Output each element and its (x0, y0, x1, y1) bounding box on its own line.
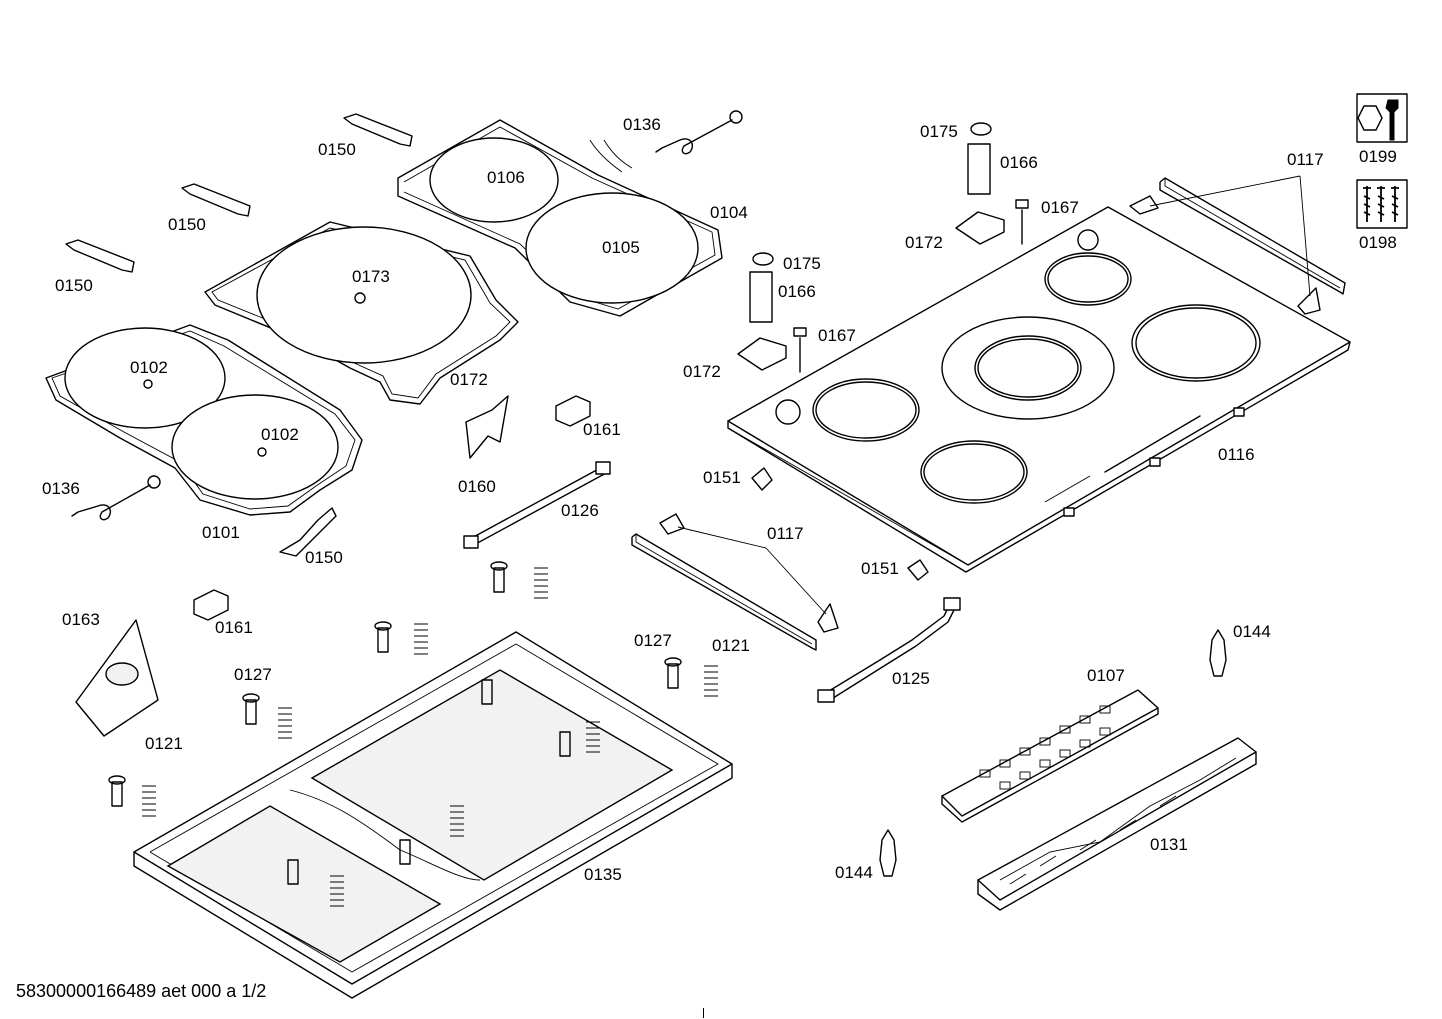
label-0105: 0105 (602, 238, 640, 257)
label-0144: 0144 (835, 863, 873, 882)
label-0175: 0175 (920, 122, 958, 141)
screws-icon (1363, 186, 1399, 222)
label-0161: 0161 (215, 618, 253, 637)
label-0136: 0136 (623, 115, 661, 134)
label-0127: 0127 (234, 665, 272, 684)
electronics-housing (977, 737, 1257, 911)
label-0150: 0150 (318, 140, 356, 159)
label-0166: 0166 (778, 282, 816, 301)
label-0135: 0135 (584, 865, 622, 884)
label-0125: 0125 (892, 669, 930, 688)
label-0150: 0150 (305, 548, 343, 567)
label-0151: 0151 (703, 468, 741, 487)
heating-plate-carrier (397, 119, 723, 317)
label-0172: 0172 (905, 233, 943, 252)
label-0150: 0150 (168, 215, 206, 234)
label-0151: 0151 (861, 559, 899, 578)
document-reference: 58300000166489 aet 000 a 1/2 (16, 981, 267, 1001)
control-module-board (941, 689, 1159, 823)
tool-kit-box (1356, 93, 1408, 143)
label-0131: 0131 (1150, 835, 1188, 854)
label-0161: 0161 (583, 420, 621, 439)
label-0167: 0167 (1041, 198, 1079, 217)
label-0167: 0167 (818, 326, 856, 345)
label-0127: 0127 (634, 631, 672, 650)
mounting-rail-top (1129, 175, 1346, 315)
label-0144: 0144 (1233, 622, 1271, 641)
label-0173: 0173 (352, 267, 390, 286)
feet-and-springs (108, 561, 718, 907)
label-0104: 0104 (710, 203, 748, 222)
hardware-small-parts (65, 110, 1227, 877)
mounting-rail-middle (631, 513, 839, 651)
label-0172: 0172 (450, 370, 488, 389)
label-0198: 0198 (1359, 233, 1397, 252)
label-0106: 0106 (487, 168, 525, 187)
wrench-nut-icon (1385, 99, 1399, 141)
label-0166: 0166 (1000, 153, 1038, 172)
label-0107: 0107 (1087, 666, 1125, 685)
label-0199: 0199 (1359, 147, 1397, 166)
label-0121: 0121 (145, 734, 183, 753)
label-0172: 0172 (683, 362, 721, 381)
glass-ceramic-cooktop (727, 206, 1351, 573)
double-heating-zone-carrier (45, 324, 363, 516)
label-0102: 0102 (261, 425, 299, 444)
label-0117: 0117 (767, 524, 804, 543)
large-heating-zone-carrier (204, 221, 519, 405)
label-0121: 0121 (712, 636, 750, 655)
base-frame-tray (133, 631, 733, 999)
label-0116: 0116 (1218, 445, 1255, 464)
label-0126: 0126 (561, 501, 599, 520)
part-labels: 0150 0150 0150 0150 0136 0136 0106 0104 … (42, 115, 1397, 884)
screw-kit-box (1356, 179, 1408, 229)
label-0101: 0101 (202, 523, 240, 542)
page-center-mark (703, 1008, 704, 1018)
label-0150: 0150 (55, 276, 93, 295)
label-0117: 0117 (1287, 150, 1324, 169)
label-0163: 0163 (62, 610, 100, 629)
label-0160: 0160 (458, 477, 496, 496)
label-0175: 0175 (783, 254, 821, 273)
label-0136: 0136 (42, 479, 80, 498)
label-0102: 0102 (130, 358, 168, 377)
